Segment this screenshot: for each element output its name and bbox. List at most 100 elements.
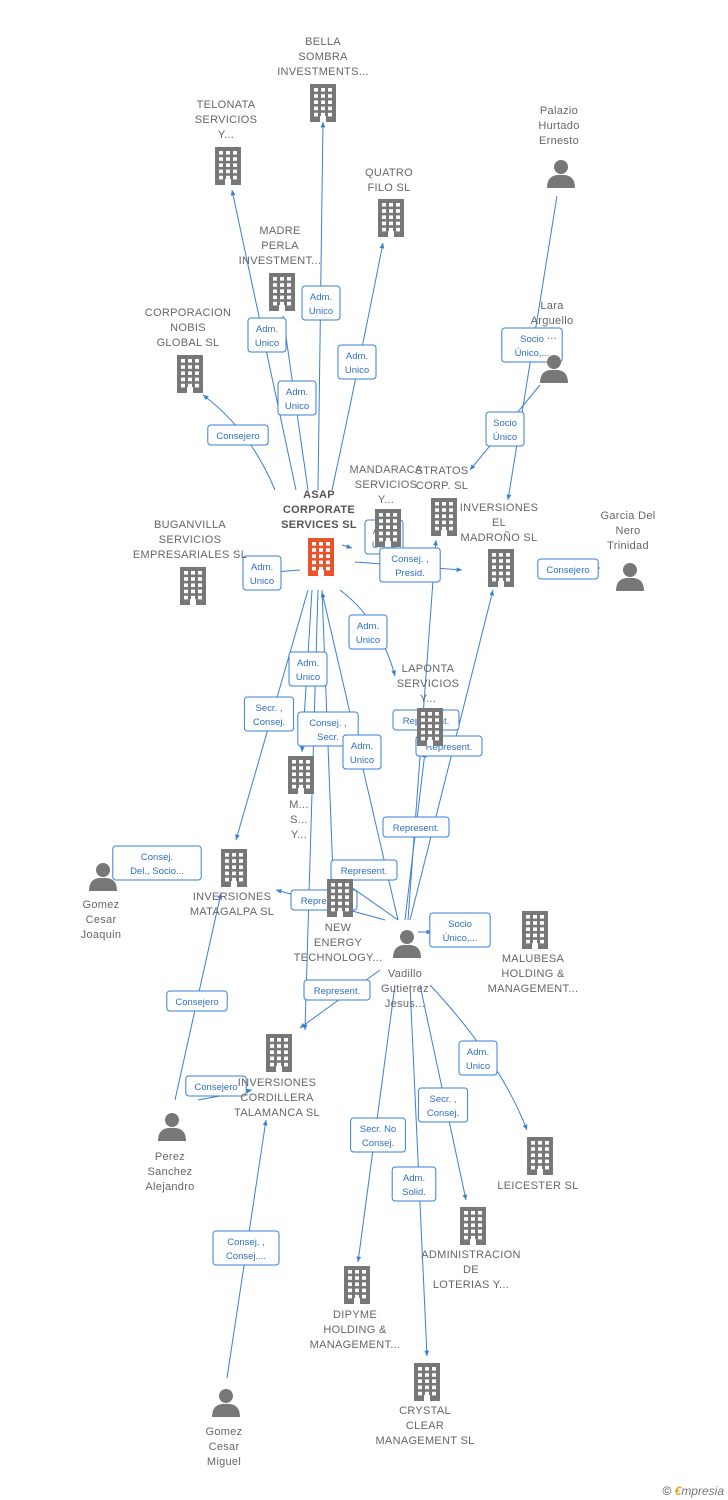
- node-label: SERVICIOS: [159, 534, 221, 546]
- node-label: Miguel: [207, 1456, 241, 1468]
- node-madre[interactable]: MADREPERLAINVESTMENT...: [239, 225, 322, 311]
- edge-label-gomezjoaquin-to-matagalpa[interactable]: Consej.Del., Socio...: [112, 845, 202, 881]
- edge-label-text: Consej....: [226, 1251, 266, 1262]
- edge-label-text: Socio: [448, 919, 472, 930]
- company-building-icon: [215, 147, 241, 185]
- edge-label-text: Unico: [309, 306, 333, 317]
- edge-label-asap-to-mystery[interactable]: Adm.Unico: [288, 651, 328, 687]
- node-mandaraca[interactable]: MANDARACASERVICIOSY...: [350, 464, 423, 547]
- edge-label-vadillo-to-leicester[interactable]: Adm.Unico: [458, 1040, 498, 1076]
- copyright-symbol: ©: [662, 1484, 672, 1498]
- node-label: FILO SL: [367, 182, 410, 194]
- edge-label-perez-to-matagalpa[interactable]: Consejero: [166, 990, 228, 1012]
- person-icon: [616, 563, 644, 591]
- edge-label-vadillo-to-asap[interactable]: Adm.Unico: [342, 734, 382, 770]
- edge-label-text: Consej. ,: [227, 1237, 265, 1248]
- footer-brand[interactable]: © €mpresia: [662, 1484, 724, 1498]
- node-newenergy[interactable]: NEWENERGYTECHNOLOGY...: [294, 879, 383, 964]
- edge-label-text: Adm.: [357, 621, 379, 632]
- company-building-icon: [288, 756, 314, 794]
- node-label: PERLA: [261, 240, 299, 252]
- node-vadillo[interactable]: VadilloGutierrezJesus...: [381, 930, 429, 1010]
- node-label: EL: [492, 517, 506, 529]
- node-label: CRYSTAL: [399, 1405, 451, 1417]
- edge-label-text: Adm.: [310, 292, 332, 303]
- node-label: INVERSIONES: [193, 891, 272, 903]
- edge-label-vadillo-to-mystery[interactable]: Represent.: [330, 859, 398, 881]
- edge-label-text: Del., Socio...: [130, 866, 184, 877]
- node-label: GLOBAL SL: [157, 337, 220, 349]
- node-label: Hurtado: [538, 120, 579, 132]
- node-label: MANAGEMENT...: [310, 1339, 401, 1351]
- edge-label-vadillo-to-loterias[interactable]: Secr. , Consej.: [417, 1087, 469, 1123]
- node-label: Garcia Del: [601, 510, 656, 522]
- node-label: ENERGY: [314, 937, 363, 949]
- edge-label-text: Consej.: [253, 717, 285, 728]
- edge-label-text: Solid.: [402, 1187, 426, 1198]
- edge-label-asap-to-quatro[interactable]: Adm.Unico: [337, 344, 377, 380]
- node-label: CLEAR: [406, 1420, 444, 1432]
- company-building-icon: [414, 1363, 440, 1401]
- edge-label-asap-to-laponta[interactable]: Adm. Unico: [348, 614, 388, 650]
- edge-label-text: Consej.: [362, 1138, 394, 1149]
- edge-label-perez-to-cordillera[interactable]: Consejero: [185, 1075, 247, 1097]
- edge-label-asap-to-madrono[interactable]: Consej. ,Presid.: [379, 547, 441, 583]
- person-icon: [547, 160, 575, 188]
- edge-label-asap-to-buganvilla[interactable]: Adm.Unico: [242, 555, 282, 591]
- node-telonata[interactable]: TELONATASERVICIOSY...: [195, 99, 257, 185]
- edge-label-asap-to-telonata[interactable]: Adm.Unico: [247, 317, 287, 353]
- node-laponta[interactable]: LAPONTASERVICIOSY...: [397, 663, 459, 746]
- edge-label-text: Consejero: [175, 997, 218, 1008]
- edge-label-garcia-to-madrono[interactable]: Consejero: [537, 558, 599, 580]
- node-bella[interactable]: BELLASOMBRAINVESTMENTS...: [277, 36, 369, 122]
- person-icon: [393, 930, 421, 958]
- edge-label-asap-to-bella[interactable]: Adm. Unico: [301, 285, 341, 321]
- edge-label-asap-to-nobis[interactable]: Consejero: [207, 424, 269, 446]
- node-label: QUATRO: [365, 167, 413, 179]
- edge-label-vadillo-to-malubesa[interactable]: SocioÚnico,...: [429, 912, 491, 948]
- node-label: Y...: [218, 129, 234, 141]
- edge-label-vadillo-to-crystal[interactable]: Adm.Solid.: [391, 1166, 437, 1202]
- node-quatro[interactable]: QUATRO FILO SL: [365, 167, 413, 237]
- brand-name: mpresia: [681, 1484, 724, 1498]
- node-lara[interactable]: LaraArguello...: [531, 300, 574, 383]
- node-label: Joaquin: [81, 929, 122, 941]
- person-icon: [540, 355, 568, 383]
- edge-label-text: Consej.: [427, 1108, 459, 1119]
- node-label: MANAGEMENT...: [488, 983, 579, 995]
- node-leicester[interactable]: LEICESTER SL: [497, 1137, 578, 1192]
- node-label: SERVICIOS: [397, 678, 459, 690]
- edge-label-vadillo-to-laponta[interactable]: Represent.: [382, 816, 450, 838]
- node-label: HOLDING &: [501, 968, 565, 980]
- node-label: INVERSIONES: [238, 1077, 317, 1089]
- person-icon: [158, 1113, 186, 1141]
- node-mystery[interactable]: M...S...Y...: [288, 756, 314, 841]
- edge-label-vadillo-to-cordillera[interactable]: Represent.: [303, 979, 371, 1001]
- edge-label-asap-to-madre[interactable]: Adm.Unico: [277, 380, 317, 416]
- node-label: Lara: [540, 300, 564, 312]
- node-label: SERVICIOS: [195, 114, 257, 126]
- edge-label-text: Secr. ,: [430, 1094, 457, 1105]
- edge-label-palazio-to-madrono[interactable]: SocioÚnico,...: [501, 327, 563, 363]
- edge-label-gomezmiguel-to-cordillera[interactable]: Consej. , Consej....: [212, 1230, 280, 1266]
- edge-label-text: Unico: [356, 635, 380, 646]
- edge-label-asap-to-matagalpa[interactable]: Secr. ,Consej.: [243, 696, 295, 732]
